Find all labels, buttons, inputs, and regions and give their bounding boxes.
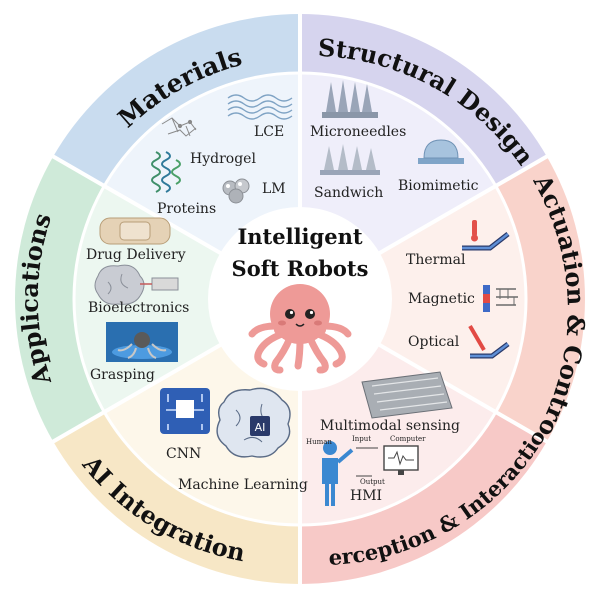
label-computer: Computer xyxy=(390,435,426,443)
hmi-human-icon xyxy=(322,441,354,506)
label-hmi: HMI xyxy=(350,488,382,504)
octopus-mascot-icon xyxy=(248,284,352,374)
label-lce: LCE xyxy=(254,124,284,140)
monitor-icon xyxy=(356,445,419,477)
ai-brain-icon: AI xyxy=(216,387,291,458)
label-proteins: Proteins xyxy=(157,201,216,217)
sandwich-structure-icon xyxy=(320,144,380,175)
ring-divider xyxy=(72,71,528,527)
lce-fiber-icon xyxy=(227,94,293,120)
bioelectronics-brain-icon xyxy=(94,264,179,305)
drug-delivery-patch-icon xyxy=(99,217,171,245)
inner-sector-actuation xyxy=(300,186,526,412)
protein-helix-icon xyxy=(151,151,181,193)
multimodal-sensor-array-icon xyxy=(361,371,453,419)
label-magnetic: Magnetic xyxy=(408,291,475,307)
grasping-robot-icon xyxy=(106,322,178,362)
label-multimodal-sensing: Multimodal sensing xyxy=(320,418,460,434)
label-lm: LM xyxy=(262,181,286,197)
label-hydrogel: Hydrogel xyxy=(190,151,256,167)
label-bioelectronics: Bioelectronics xyxy=(88,300,189,316)
magnetic-actuator-icon xyxy=(483,285,518,312)
label-input: Input xyxy=(352,435,371,443)
label-machine-learning: Machine Learning xyxy=(178,477,308,493)
label-sandwich: Sandwich xyxy=(314,185,383,201)
label-microneedles: Microneedles xyxy=(310,124,406,140)
optical-actuator-icon xyxy=(468,324,510,359)
hydrogel-network-icon xyxy=(161,117,197,137)
label-drug-delivery: Drug Delivery xyxy=(86,247,186,263)
biomimetic-dome-icon xyxy=(418,139,464,164)
label-thermal: Thermal xyxy=(406,252,466,268)
cnn-chip-icon xyxy=(160,388,210,434)
label-optical: Optical xyxy=(408,334,460,350)
microneedles-icon xyxy=(322,80,378,118)
thermal-actuator-icon xyxy=(462,220,510,251)
liquid-metal-spheres-icon xyxy=(222,178,250,204)
label-output: Output xyxy=(360,478,385,486)
label-human: Human xyxy=(306,438,332,446)
center-title-line2: Soft Robots xyxy=(232,256,369,281)
center-title-line1: Intelligent xyxy=(237,224,362,249)
label-grasping: Grasping xyxy=(90,367,155,383)
label-biomimetic: Biomimetic xyxy=(398,178,479,194)
ai-chip-label: AI xyxy=(255,421,266,434)
label-cnn: CNN xyxy=(166,446,201,462)
